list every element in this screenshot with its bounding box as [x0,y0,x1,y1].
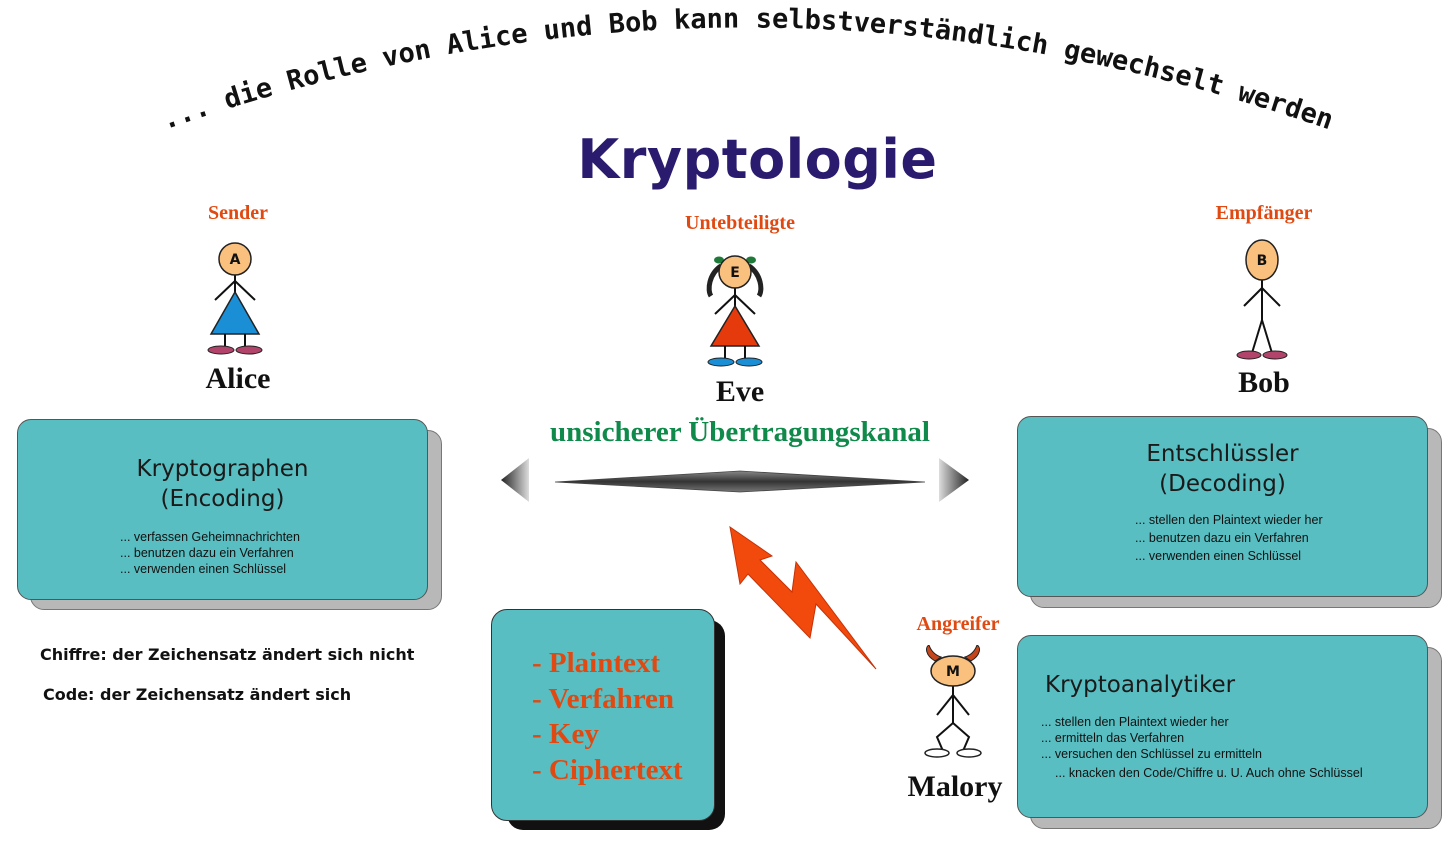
note-cipher: Chiffre: der Zeichensatz ändert sich nic… [40,645,415,664]
eve-figure: E [706,255,764,367]
analysis-title: Kryptoanalytiker [1045,672,1236,698]
bob-figure: B [1236,239,1288,360]
lightning-bolt [729,525,877,670]
center-list: - Plaintext - Verfahren - Key - Cipherte… [532,646,683,788]
arc-text: ... die Rolle von Alice und Bob kann sel… [158,3,1338,136]
channel-label: unsicherer Übertragungskanal [550,416,930,448]
bob-badge: B [1257,253,1268,269]
role-sender: Sender [208,202,268,224]
name-alice: Alice [205,362,271,395]
role-receiver: Empfänger [1215,202,1313,224]
alice-badge: A [230,252,241,268]
eve-dress [709,304,761,347]
center-item-plaintext: - Plaintext [532,647,661,679]
alice-head [218,242,252,276]
name-bob: Bob [1238,366,1290,399]
name-eve: Eve [715,375,765,408]
decoding-title: Entschlüssler (Decoding) [1146,441,1299,497]
alice-figure: A [207,242,263,355]
arrow-right [939,458,969,502]
note-code: Code: der Zeichensatz ändert sich [43,685,352,704]
center-item-ciphertext: - Ciphertext [532,753,683,786]
malory-figure: M [924,645,982,758]
role-bystander: Untebteiligte [685,212,795,234]
arrow-left [501,458,529,502]
channel-graphic [501,458,969,502]
center-item-key: - Key [532,718,599,750]
decoding-box: Entschlüssler (Decoding) ... stellen den… [1017,416,1428,597]
eve-head [718,255,752,289]
name-malory: Malory [907,770,1003,803]
analysis-bullets: ... stellen den Plaintext wieder her ...… [1041,715,1363,780]
eve-badge: E [730,265,740,281]
analysis-box: Kryptoanalytiker ... stellen den Plainte… [1017,635,1428,818]
center-box: - Plaintext - Verfahren - Key - Cipherte… [491,609,715,821]
decoding-bullets: ... stellen den Plaintext wieder her ...… [1135,513,1323,563]
page-title: Kryptologie [577,128,938,191]
center-item-verfahren: - Verfahren [532,682,675,715]
alice-dress [209,290,261,335]
encoding-title: Kryptographen (Encoding) [136,456,309,512]
encoding-bullets: ... verfassen Geheimnachrichten ... benu… [120,530,300,576]
role-attacker: Angreifer [916,613,1000,635]
encoding-box: Kryptographen (Encoding) ... verfassen G… [17,419,428,600]
channel-bar [554,470,926,493]
malory-badge: M [946,664,960,680]
bob-head [1245,239,1279,281]
malory-head [930,655,976,687]
